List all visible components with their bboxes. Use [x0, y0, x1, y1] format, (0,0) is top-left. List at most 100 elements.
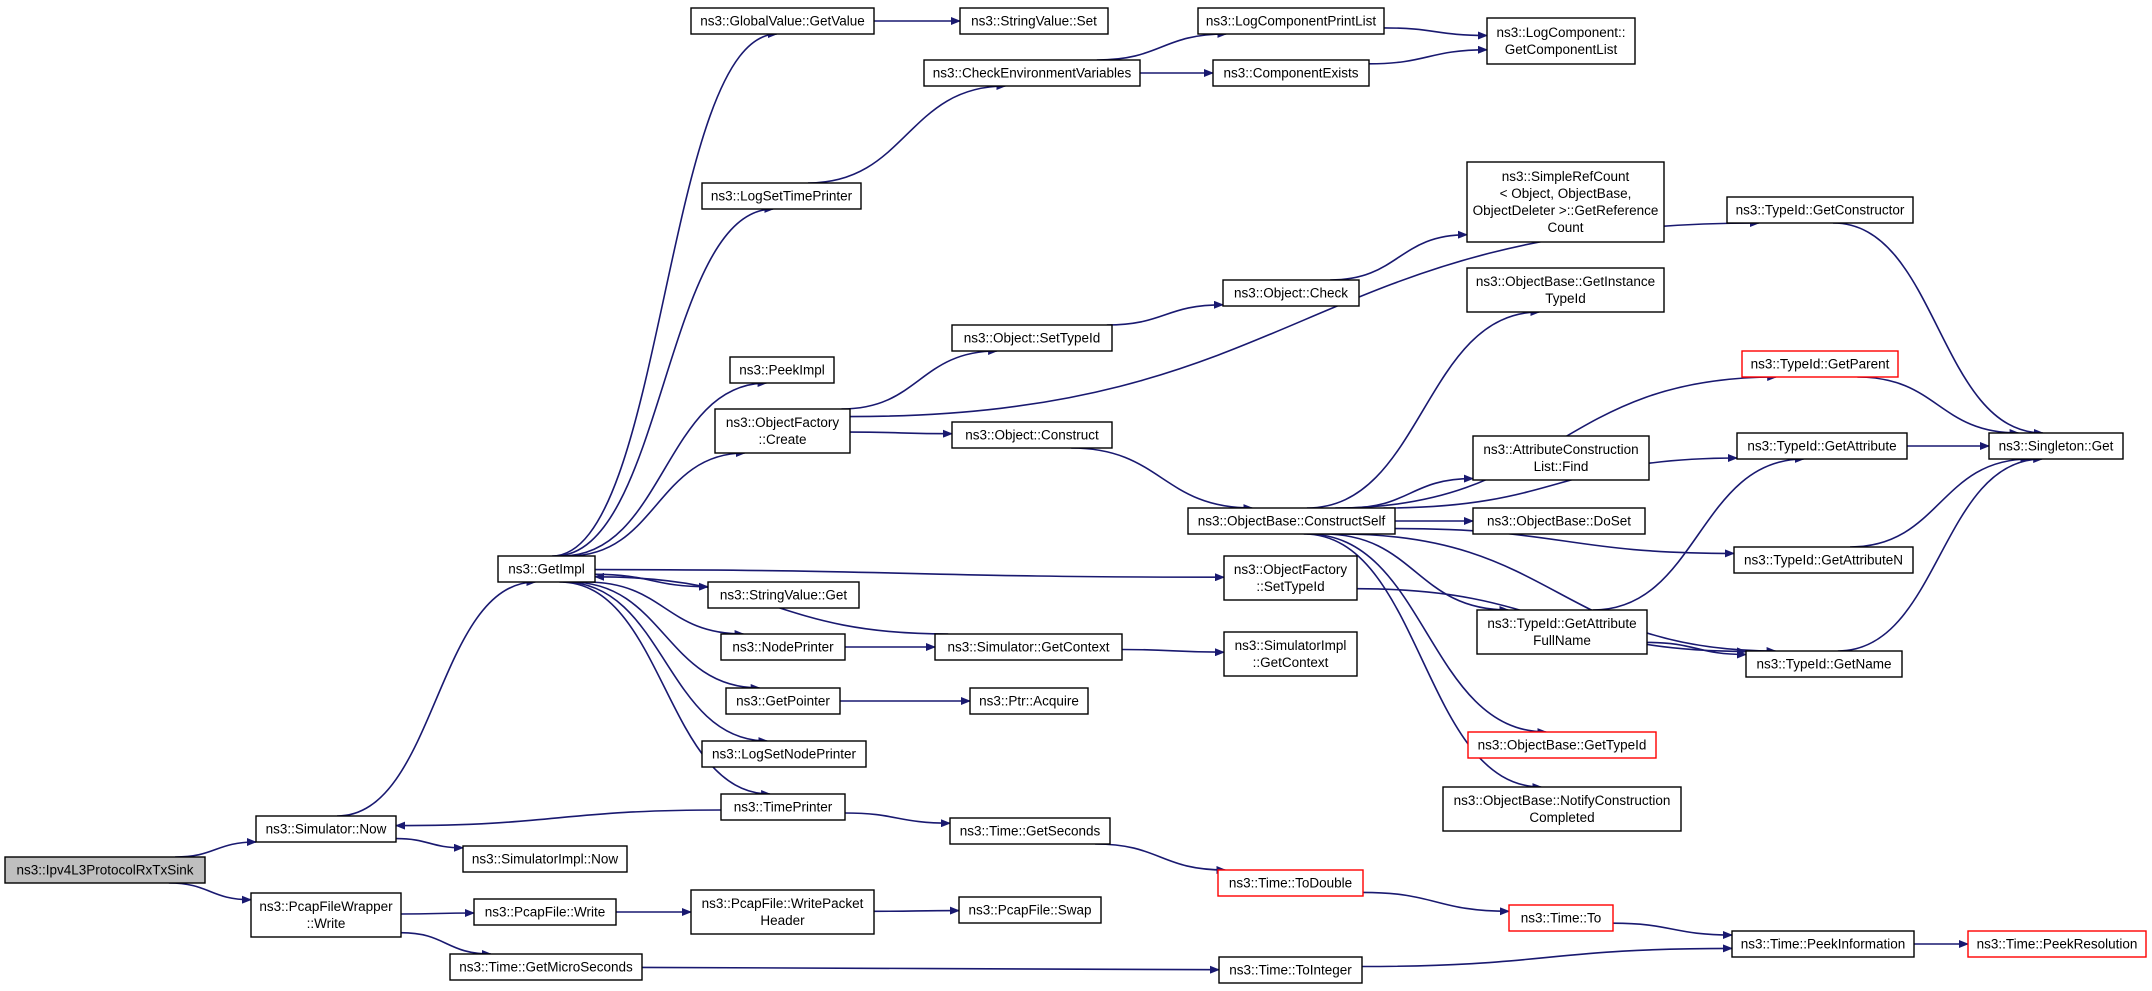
node-box[interactable]: [1486, 17, 1636, 65]
node-box[interactable]: [4, 856, 206, 884]
node-log_componentprintlist[interactable]: ns3::LogComponentPrintList: [1197, 7, 1385, 35]
node-simimpl_getcontext[interactable]: ns3::SimulatorImpl::GetContext: [1223, 631, 1358, 677]
node-box[interactable]: [949, 817, 1111, 845]
node-box[interactable]: [473, 898, 617, 926]
node-object_construct[interactable]: ns3::Object::Construct: [951, 421, 1113, 449]
node-time_getmicro[interactable]: ns3::Time::GetMicroSeconds: [449, 953, 643, 981]
node-box[interactable]: [690, 7, 875, 35]
node-peekimpl[interactable]: ns3::PeekImpl: [729, 356, 835, 384]
node-objfactory_create[interactable]: ns3::ObjectFactory::Create: [714, 408, 851, 454]
node-box[interactable]: [720, 793, 846, 821]
node-box[interactable]: [1467, 731, 1657, 759]
node-componentexists[interactable]: ns3::ComponentExists: [1212, 59, 1370, 87]
node-box[interactable]: [1212, 59, 1370, 87]
node-logcomponent_getlist[interactable]: ns3::LogComponent::GetComponentList: [1486, 17, 1636, 65]
node-root[interactable]: ns3::Ipv4L3ProtocolRxTxSink: [4, 856, 206, 884]
node-simulator_getcontext[interactable]: ns3::Simulator::GetContext: [934, 633, 1123, 661]
node-box[interactable]: [1466, 267, 1665, 313]
node-box[interactable]: [1223, 631, 1358, 677]
node-typeid_getparent[interactable]: ns3::TypeId::GetParent: [1741, 350, 1899, 378]
node-objbase_notifyconstruction[interactable]: ns3::ObjectBase::NotifyConstructionCompl…: [1442, 786, 1682, 832]
node-timeprinter[interactable]: ns3::TimePrinter: [720, 793, 846, 821]
node-box[interactable]: [1222, 279, 1360, 307]
node-box[interactable]: [1442, 786, 1682, 832]
node-typeid_getconstructor[interactable]: ns3::TypeId::GetConstructor: [1726, 196, 1914, 224]
node-time_tointeger[interactable]: ns3::Time::ToInteger: [1218, 956, 1363, 984]
node-globalvalue_getvalue[interactable]: ns3::GlobalValue::GetValue: [690, 7, 875, 35]
node-box[interactable]: [250, 892, 402, 938]
node-box[interactable]: [1731, 930, 1915, 958]
node-box[interactable]: [1218, 956, 1363, 984]
node-box[interactable]: [959, 7, 1109, 35]
node-ptr_acquire[interactable]: ns3::Ptr::Acquire: [969, 687, 1089, 715]
node-getimpl[interactable]: ns3::GetImpl: [497, 555, 596, 583]
node-typeid_getattribute[interactable]: ns3::TypeId::GetAttribute: [1736, 432, 1908, 460]
node-box[interactable]: [1736, 432, 1908, 460]
node-box[interactable]: [1217, 869, 1364, 897]
node-objfactory_settypeid[interactable]: ns3::ObjectFactory::SetTypeId: [1223, 555, 1358, 601]
node-box[interactable]: [969, 687, 1089, 715]
node-time_to[interactable]: ns3::Time::To: [1508, 904, 1614, 932]
node-box[interactable]: [707, 581, 860, 609]
node-pcap_wrap[interactable]: ns3::PcapFileWrapper::Write: [250, 892, 402, 938]
node-box[interactable]: [1476, 609, 1648, 655]
node-log_setnodeprinter[interactable]: ns3::LogSetNodePrinter: [701, 740, 867, 768]
node-box[interactable]: [1745, 650, 1903, 678]
node-pcap_swap[interactable]: ns3::PcapFile::Swap: [958, 896, 1102, 924]
node-box[interactable]: [720, 633, 846, 661]
node-simplerefcount[interactable]: ns3::SimpleRefCount< Object, ObjectBase,…: [1466, 161, 1665, 243]
node-object_settypeid[interactable]: ns3::Object::SetTypeId: [951, 324, 1113, 352]
node-box[interactable]: [255, 815, 397, 843]
node-box[interactable]: [1197, 7, 1385, 35]
node-box[interactable]: [1187, 507, 1396, 535]
node-box[interactable]: [951, 324, 1113, 352]
node-box[interactable]: [690, 889, 875, 935]
node-box[interactable]: [1726, 196, 1914, 224]
node-box[interactable]: [1741, 350, 1899, 378]
node-stringvalue_set[interactable]: ns3::StringValue::Set: [959, 7, 1109, 35]
node-objbase_doset[interactable]: ns3::ObjectBase::DoSet: [1472, 507, 1646, 535]
node-box[interactable]: [934, 633, 1123, 661]
node-box[interactable]: [462, 845, 628, 873]
node-box[interactable]: [1508, 904, 1614, 932]
node-box[interactable]: [1472, 435, 1650, 481]
node-box[interactable]: [958, 896, 1102, 924]
node-pcap_write[interactable]: ns3::PcapFile::Write: [473, 898, 617, 926]
node-box[interactable]: [714, 408, 851, 454]
node-box[interactable]: [725, 687, 841, 715]
node-time_todouble[interactable]: ns3::Time::ToDouble: [1217, 869, 1364, 897]
node-time_peekinformation[interactable]: ns3::Time::PeekInformation: [1731, 930, 1915, 958]
node-box[interactable]: [1967, 930, 2147, 958]
node-typeid_getname[interactable]: ns3::TypeId::GetName: [1745, 650, 1903, 678]
node-box[interactable]: [951, 421, 1113, 449]
node-box[interactable]: [1733, 546, 1914, 574]
node-getpointer[interactable]: ns3::GetPointer: [725, 687, 841, 715]
node-time_peekresolution[interactable]: ns3::Time::PeekResolution: [1967, 930, 2147, 958]
node-objbase_gettypeid[interactable]: ns3::ObjectBase::GetTypeId: [1467, 731, 1657, 759]
node-stringvalue_get[interactable]: ns3::StringValue::Get: [707, 581, 860, 609]
node-box[interactable]: [701, 182, 862, 210]
node-object_check[interactable]: ns3::Object::Check: [1222, 279, 1360, 307]
node-box[interactable]: [923, 59, 1141, 87]
node-log_settimeprinter[interactable]: ns3::LogSetTimePrinter: [701, 182, 862, 210]
node-box[interactable]: [701, 740, 867, 768]
node-box[interactable]: [1223, 555, 1358, 601]
node-box[interactable]: [729, 356, 835, 384]
node-simimpl_now[interactable]: ns3::SimulatorImpl::Now: [462, 845, 628, 873]
node-typeid_getattributen[interactable]: ns3::TypeId::GetAttributeN: [1733, 546, 1914, 574]
node-box[interactable]: [1988, 432, 2124, 460]
node-objbase_constructself[interactable]: ns3::ObjectBase::ConstructSelf: [1187, 507, 1396, 535]
node-nodeprinter[interactable]: ns3::NodePrinter: [720, 633, 846, 661]
node-box[interactable]: [449, 953, 643, 981]
node-time_getseconds[interactable]: ns3::Time::GetSeconds: [949, 817, 1111, 845]
node-sim_now[interactable]: ns3::Simulator::Now: [255, 815, 397, 843]
node-box[interactable]: [497, 555, 596, 583]
node-box[interactable]: [1466, 161, 1665, 243]
node-check_env[interactable]: ns3::CheckEnvironmentVariables: [923, 59, 1141, 87]
node-singleton_get[interactable]: ns3::Singleton::Get: [1988, 432, 2124, 460]
node-box[interactable]: [1472, 507, 1646, 535]
